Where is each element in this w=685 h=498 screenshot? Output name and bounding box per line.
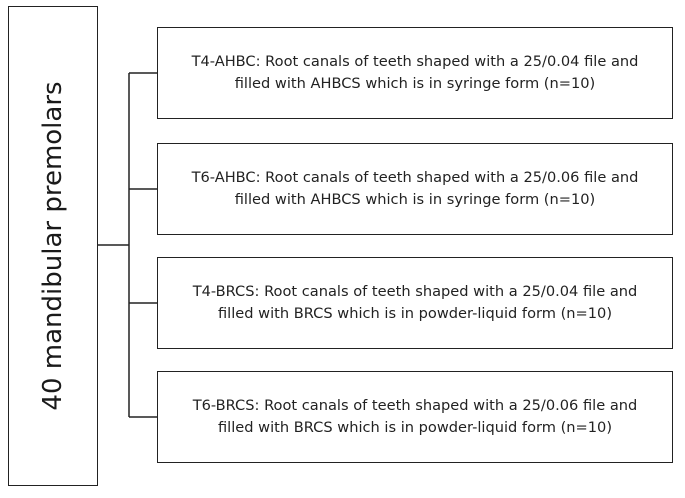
group-text-line-2: filled with BRCS which is in powder-liqu…: [217, 305, 613, 322]
group-text-line-2: filled with AHBCS which is in syringe fo…: [234, 191, 596, 208]
group-node-t6-brcs: T6-BRCS: Root canals of teeth shaped wit…: [157, 371, 673, 463]
root-node: 40 mandibular premolars: [8, 6, 98, 486]
group-text-line-1: T6-BRCS: Root canals of teeth shaped wit…: [192, 397, 638, 414]
root-label: 40 mandibular premolars: [38, 81, 68, 411]
group-text-line-2: filled with AHBCS which is in syringe fo…: [234, 75, 596, 92]
group-text-line-1: T4-AHBC: Root canals of teeth shaped wit…: [191, 53, 639, 70]
group-node-t4-ahbc: T4-AHBC: Root canals of teeth shaped wit…: [157, 27, 673, 119]
group-text-line-1: T4-BRCS: Root canals of teeth shaped wit…: [192, 283, 638, 300]
group-text-line-1: T6-AHBC: Root canals of teeth shaped wit…: [191, 169, 639, 186]
group-text-line-2: filled with BRCS which is in powder-liqu…: [217, 419, 613, 436]
group-node-t4-brcs: T4-BRCS: Root canals of teeth shaped wit…: [157, 257, 673, 349]
group-node-t6-ahbc: T6-AHBC: Root canals of teeth shaped wit…: [157, 143, 673, 235]
